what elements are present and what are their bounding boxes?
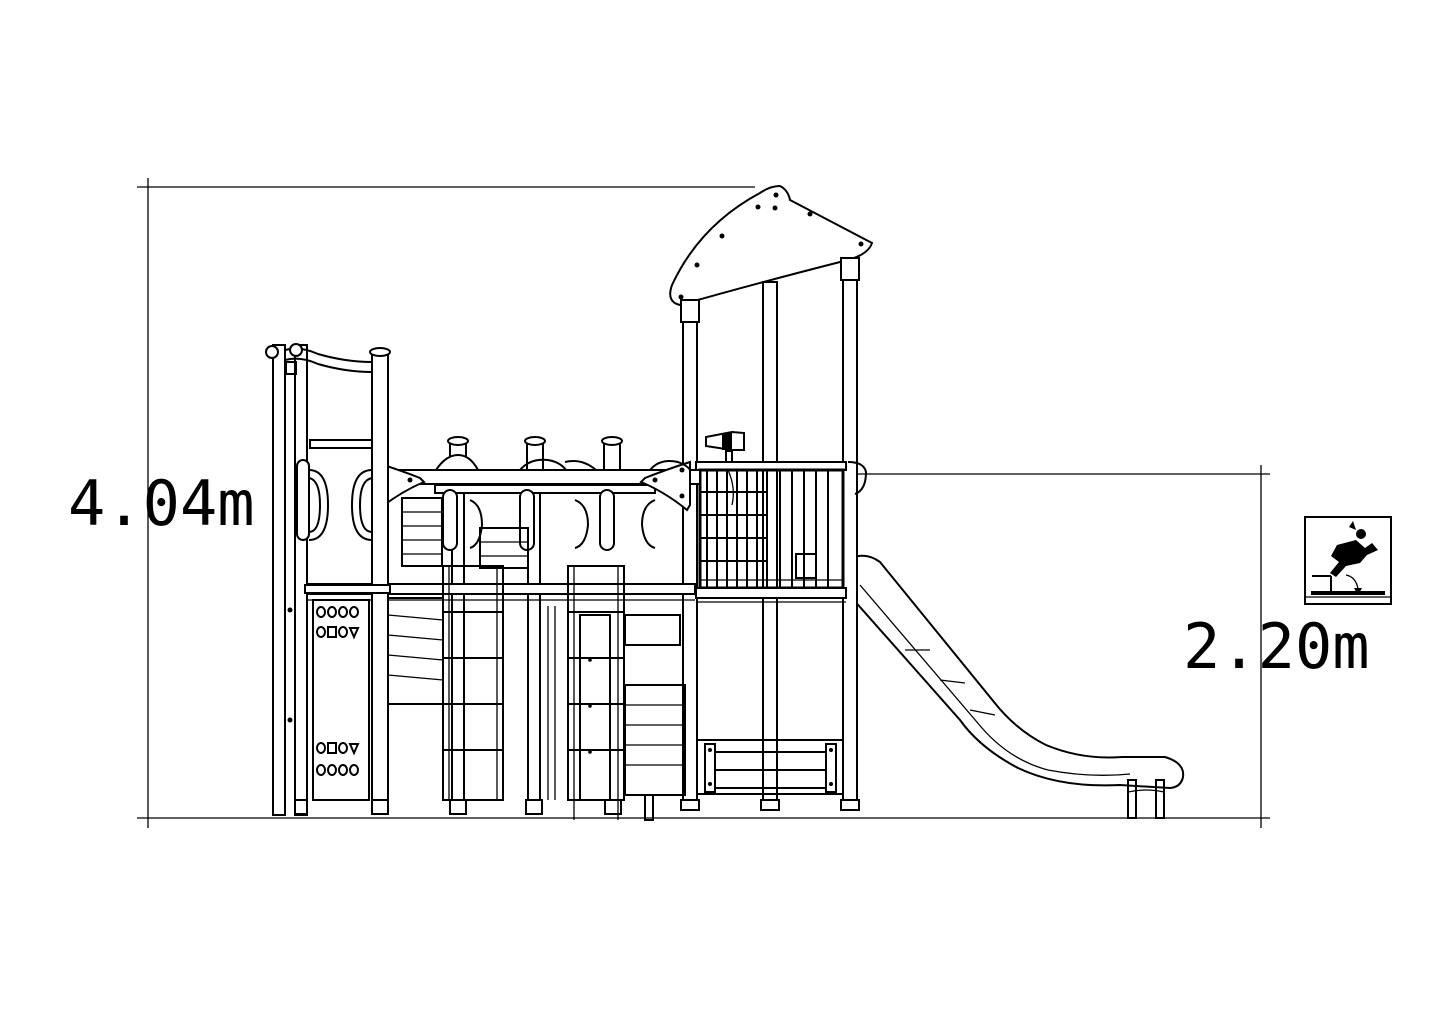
total-height-label: 4.04m [68, 467, 255, 540]
roof-tower [669, 184, 874, 811]
central-bridge [304, 436, 701, 821]
left-tower [265, 343, 391, 816]
platform-height-label: 2.20m [1183, 610, 1370, 683]
fall-height-icon [1304, 516, 1392, 605]
dimension-lines [137, 178, 1270, 828]
slide [851, 554, 1185, 819]
